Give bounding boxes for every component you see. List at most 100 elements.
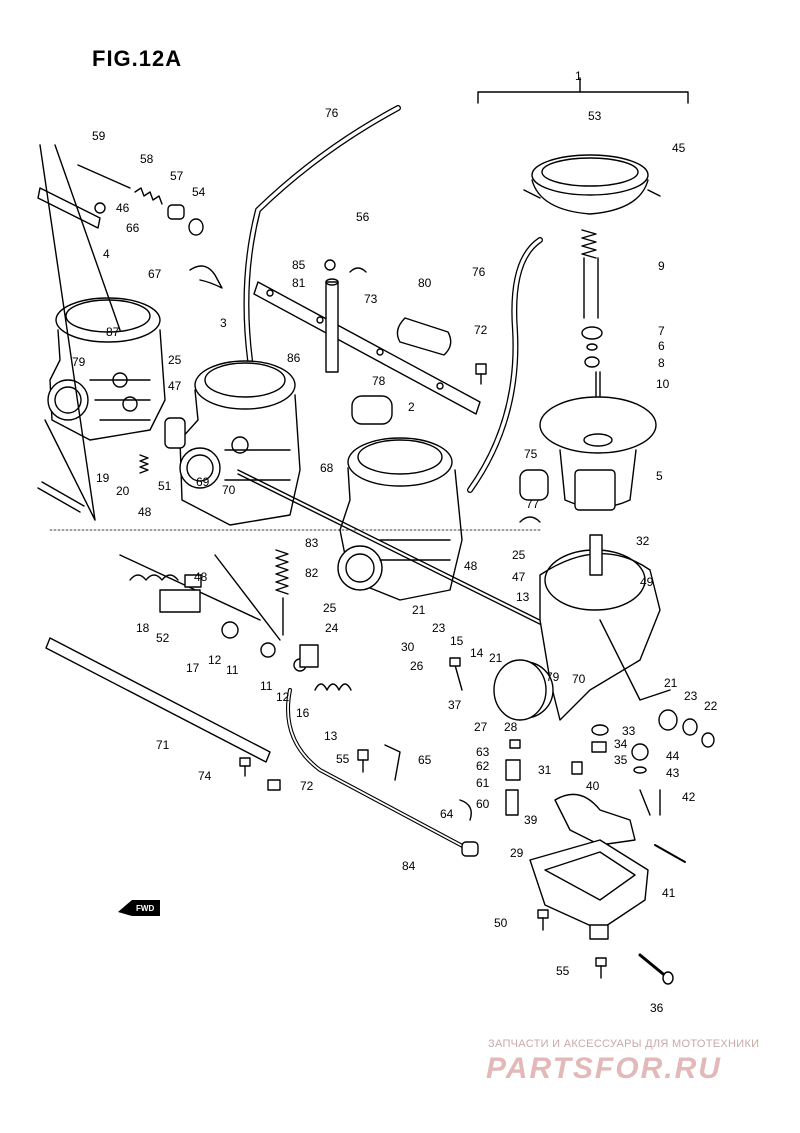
callout-13: 13: [324, 729, 338, 743]
callout-55: 55: [556, 964, 570, 978]
callout-3: 3: [220, 316, 227, 330]
callout-39: 39: [524, 813, 538, 827]
callout-37: 37: [448, 698, 462, 712]
callout-18: 18: [136, 621, 150, 635]
callout-21: 21: [664, 676, 678, 690]
callout-19: 19: [96, 471, 110, 485]
callout-59: 59: [92, 129, 106, 143]
callout-16: 16: [296, 706, 310, 720]
callout-41: 41: [662, 886, 676, 900]
gasket-plate-part: [253, 281, 481, 415]
callout-60: 60: [476, 797, 490, 811]
callout-10: 10: [656, 377, 670, 391]
callout-48: 48: [194, 570, 208, 584]
callout-76: 76: [472, 265, 486, 279]
figure-title: FIG.12A: [92, 46, 183, 71]
callout-82: 82: [305, 566, 319, 580]
float-part: [554, 793, 636, 846]
callout-77: 77: [526, 497, 540, 511]
tube-part: [325, 281, 339, 373]
callout-7: 7: [658, 324, 665, 338]
callout-1: 1: [575, 69, 582, 83]
carburetor-left: [47, 297, 166, 441]
callout-11: 11: [260, 679, 273, 693]
rod-part: [77, 164, 131, 189]
callout-85: 85: [292, 258, 306, 272]
callout-47: 47: [512, 570, 526, 584]
callout-12: 12: [208, 653, 222, 667]
callout-30: 30: [401, 640, 415, 654]
callout-4: 4: [103, 247, 110, 261]
callout-23: 23: [432, 621, 446, 635]
callout-53: 53: [588, 109, 602, 123]
callout-73: 73: [364, 292, 378, 306]
spring-part: [314, 683, 352, 691]
carburetor-center-left: [164, 360, 301, 526]
callout-54: 54: [192, 185, 206, 199]
callout-84: 84: [402, 859, 416, 873]
callout-52: 52: [156, 631, 170, 645]
callout-43: 43: [666, 766, 680, 780]
callout-70: 70: [572, 672, 586, 686]
callout-29: 29: [510, 846, 524, 860]
callout-74: 74: [198, 769, 212, 783]
callout-64: 64: [440, 807, 454, 821]
watermark-tagline: ЗАПЧАСТИ И АКСЕССУАРЫ ДЛЯ МОТОТЕХНИКИ: [488, 1038, 760, 1050]
callout-36: 36: [650, 1001, 664, 1015]
callout-58: 58: [140, 152, 154, 166]
callout-25: 25: [168, 353, 182, 367]
callout-21: 21: [412, 603, 426, 617]
diaphragm-cover-part: [523, 154, 661, 215]
callout-20: 20: [116, 484, 130, 498]
callout-78: 78: [372, 374, 386, 388]
piston-part: [539, 396, 657, 511]
callout-26: 26: [410, 659, 424, 673]
spring-part: [275, 549, 289, 595]
callout-42: 42: [682, 790, 696, 804]
callout-66: 66: [126, 221, 140, 235]
callout-28: 28: [504, 720, 518, 734]
callout-22: 22: [704, 699, 718, 713]
callout-14: 14: [470, 646, 484, 660]
callout-75: 75: [524, 447, 538, 461]
assembly-bracket: [477, 91, 689, 104]
cylinder-part: [351, 395, 393, 425]
watermark-brand: PARTSFOR.RU: [486, 1052, 722, 1085]
callout-68: 68: [320, 461, 334, 475]
callout-17: 17: [186, 661, 200, 675]
strip-part: [45, 637, 271, 763]
callout-34: 34: [614, 737, 628, 751]
callout-81: 81: [292, 276, 306, 290]
callout-72: 72: [474, 323, 488, 337]
callout-63: 63: [476, 745, 490, 759]
callout-56: 56: [356, 210, 370, 224]
callout-13: 13: [516, 590, 530, 604]
callout-55: 55: [336, 752, 350, 766]
forward-label: FWD: [136, 904, 154, 913]
callout-31: 31: [538, 763, 552, 777]
carburetor-center-right: [337, 437, 463, 601]
callout-12: 12: [276, 690, 290, 704]
washer-part: [584, 356, 600, 368]
callout-70: 70: [222, 483, 236, 497]
callout-11: 11: [226, 663, 239, 677]
callout-51: 51: [158, 479, 172, 493]
callout-69: 69: [196, 475, 210, 489]
callout-25: 25: [323, 601, 337, 615]
callout-71: 71: [156, 738, 170, 752]
callout-47: 47: [168, 379, 182, 393]
callout-48: 48: [138, 505, 152, 519]
spring-part: [129, 574, 179, 581]
callout-61: 61: [476, 776, 490, 790]
callout-25: 25: [512, 548, 526, 562]
callout-45: 45: [672, 141, 686, 155]
callout-83: 83: [305, 536, 319, 550]
callout-35: 35: [614, 753, 628, 767]
plate-part: [493, 659, 547, 721]
callout-8: 8: [658, 356, 665, 370]
callout-46: 46: [116, 201, 130, 215]
callout-15: 15: [450, 634, 464, 648]
callout-48: 48: [464, 559, 478, 573]
